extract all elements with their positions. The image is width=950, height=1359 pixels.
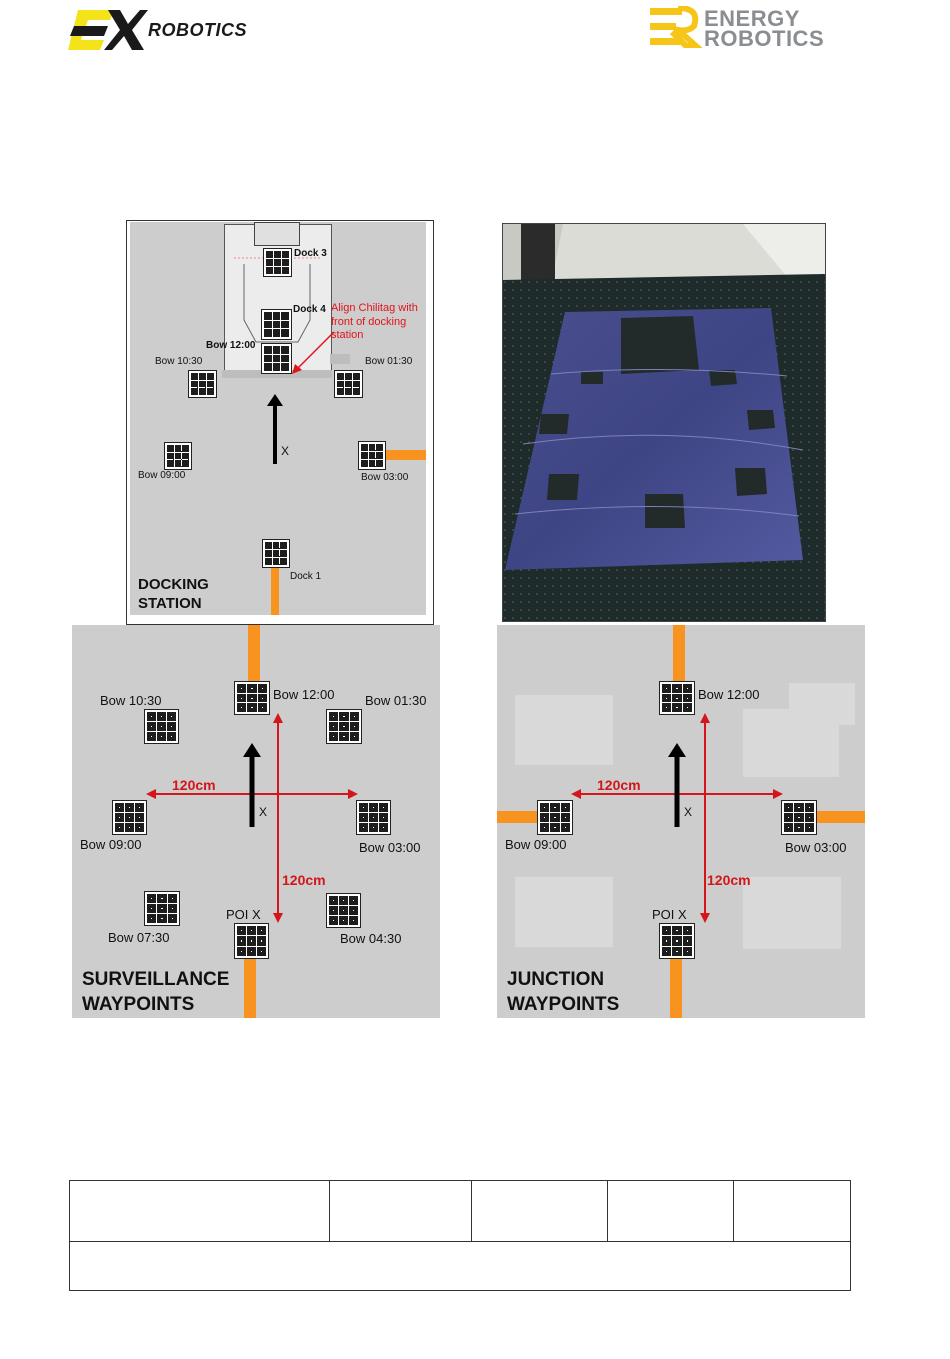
- align-note-line3: station: [331, 329, 364, 341]
- bow-0130-label: Bow 01:30: [365, 693, 427, 708]
- table-cell: [329, 1180, 472, 1242]
- er-logo-line1: ENERGY: [704, 6, 800, 31]
- chilitag-marker: [144, 891, 180, 926]
- placeholder-pad: [515, 695, 613, 765]
- dock-connector: [254, 222, 300, 246]
- orange-tape-top: [673, 625, 685, 681]
- dimension-vertical-label: 120cm: [707, 872, 751, 888]
- orange-tape-left: [497, 811, 537, 823]
- placeholder-pad: [743, 877, 841, 949]
- chilitag-marker: [334, 370, 363, 398]
- er-logo-mark-icon: [650, 5, 704, 49]
- er-logo-line2: ROBOTICS: [704, 26, 825, 51]
- origin-x-label: X: [259, 805, 268, 819]
- bow-1030-label: Bow 10:30: [100, 693, 162, 708]
- dimension-horizontal-label: 120cm: [172, 777, 216, 793]
- test-floor-photo: [502, 223, 826, 622]
- origin-x-label: X: [281, 444, 290, 458]
- orange-tape-bottom: [271, 568, 279, 615]
- docking-title-line2: STATION: [138, 595, 202, 612]
- chilitag-marker: [234, 681, 270, 715]
- chilitag-marker: [261, 343, 292, 374]
- chilitag-marker: [144, 709, 179, 744]
- chilitag-marker: [537, 800, 573, 835]
- dock1-label: Dock 1: [290, 571, 322, 582]
- photo-illustration: [503, 224, 825, 621]
- dock-inner-outline: [234, 257, 320, 343]
- chilitag-marker: [234, 923, 269, 959]
- table-cell: [607, 1180, 734, 1242]
- dock-base-shadow: [222, 370, 332, 378]
- docking-title-line1: DOCKING: [138, 576, 209, 593]
- orange-tape-top: [248, 625, 260, 681]
- chilitag-marker: [358, 441, 386, 470]
- docking-station-panel: X Dock 3 Dock 4 Bow 12:00 Bow 10:30 Bow …: [130, 222, 426, 615]
- ex-logo-mark-icon: [68, 10, 148, 50]
- chilitag-marker: [112, 800, 147, 835]
- surveillance-waypoints-panel: X 120cm 120cm Bow 12:00 Bow 10:30 Bow 01…: [72, 625, 440, 1018]
- chilitag-marker: [263, 248, 292, 277]
- junction-title-line2: WAYPOINTS: [507, 994, 620, 1015]
- chilitag-marker: [659, 923, 695, 959]
- junction-waypoints-panel: X 120cm 120cm Bow 12:00 Bow 09:00 Bow 03…: [497, 625, 865, 1018]
- orange-tape-bottom: [244, 959, 256, 1018]
- bow-1030-label: Bow 10:30: [155, 356, 203, 367]
- forward-arrow-icon: [243, 743, 261, 827]
- orange-tape-right: [386, 450, 426, 460]
- chilitag-marker: [326, 709, 362, 744]
- bow-0900-label: Bow 09:00: [80, 837, 142, 852]
- bow-0130-label: Bow 01:30: [365, 356, 413, 367]
- dimension-horizontal-label: 120cm: [597, 777, 641, 793]
- surveillance-title-line2: WAYPOINTS: [82, 994, 195, 1015]
- table-cell: [69, 1180, 330, 1242]
- bow-0730-label: Bow 07:30: [108, 930, 170, 945]
- dock-gray-bar: [330, 354, 350, 364]
- bow-0300-label: Bow 03:00: [785, 840, 847, 855]
- orange-tape-right: [817, 811, 865, 823]
- bow-0900-label: Bow 09:00: [138, 470, 186, 481]
- chilitag-marker: [356, 800, 391, 835]
- table-cell: [471, 1180, 608, 1242]
- chilitag-marker: [659, 681, 695, 715]
- bow-1200-label: Bow 12:00: [273, 687, 335, 702]
- forward-arrow-icon: [668, 743, 686, 827]
- dimension-vertical-label: 120cm: [282, 872, 326, 888]
- bow-1200-label: Bow 12:00: [206, 340, 256, 351]
- table-cell: [69, 1241, 851, 1291]
- footer-table: [69, 1180, 851, 1291]
- placeholder-pad: [515, 877, 613, 947]
- chilitag-marker: [326, 893, 361, 928]
- dock4-label: Dock 4: [293, 304, 326, 315]
- dock3-label: Dock 3: [294, 248, 327, 259]
- energy-robotics-logo: ENERGY ROBOTICS: [648, 5, 838, 52]
- align-note-line1: Align Chilitag with: [331, 302, 418, 314]
- chilitag-marker: [781, 800, 817, 835]
- forward-arrow-icon: [267, 394, 283, 464]
- chilitag-marker: [261, 309, 292, 340]
- chilitag-marker: [164, 442, 192, 470]
- bow-0300-label: Bow 03:00: [361, 472, 409, 483]
- align-pointer-arrow-icon: [292, 331, 335, 374]
- chilitag-marker: [188, 370, 217, 398]
- junction-title-line1: JUNCTION: [507, 969, 605, 990]
- ex-robotics-logo: ROBOTICS: [68, 8, 247, 52]
- ex-logo-text: ROBOTICS: [148, 20, 248, 40]
- origin-x-label: X: [684, 805, 693, 819]
- poi-x-label: POI X: [226, 907, 261, 922]
- placeholder-pad: [789, 683, 855, 725]
- chilitag-marker: [262, 539, 290, 568]
- table-cell: [733, 1180, 851, 1242]
- align-note-line2: front of docking: [331, 316, 407, 328]
- orange-tape-bottom: [670, 959, 682, 1018]
- bow-0900-label: Bow 09:00: [505, 837, 567, 852]
- poi-x-label: POI X: [652, 907, 687, 922]
- bow-0300-label: Bow 03:00: [359, 840, 421, 855]
- bow-1200-label: Bow 12:00: [698, 687, 760, 702]
- bow-0430-label: Bow 04:30: [340, 931, 402, 946]
- surveillance-title-line1: SURVEILLANCE: [82, 969, 230, 990]
